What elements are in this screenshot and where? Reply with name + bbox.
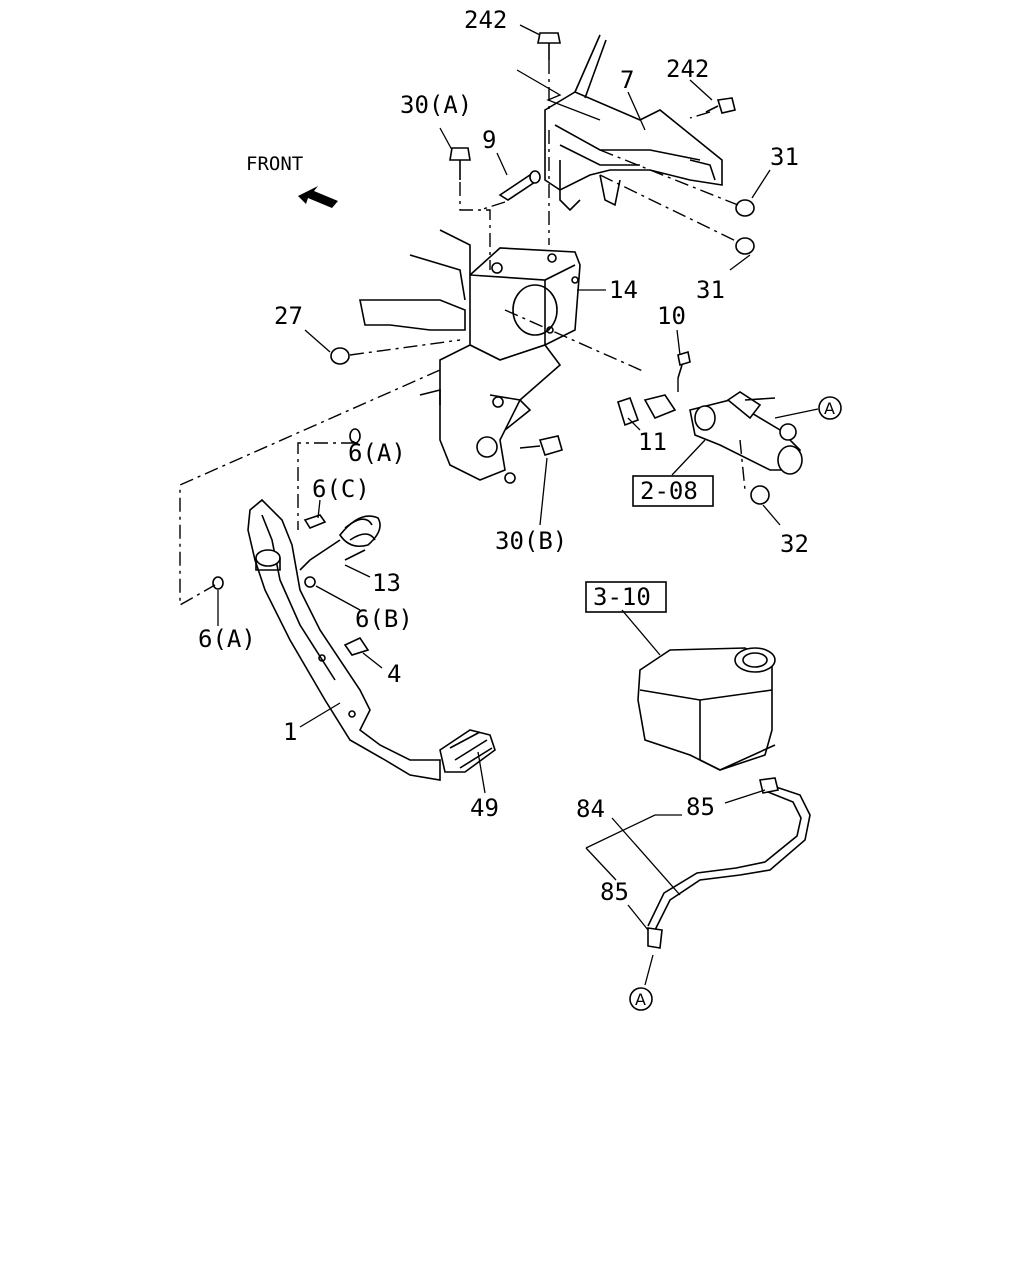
callout-10: 10: [657, 302, 686, 330]
callout-2-08: 2-08: [640, 477, 698, 505]
callout-a-bottom: A: [635, 990, 646, 1009]
callout-4: 4: [387, 660, 401, 688]
reservoir-tank-part: [637, 647, 776, 771]
connector-a-bottom-circle: [629, 987, 653, 1011]
callout-30b: 30(B): [495, 527, 567, 555]
callout-30a: 30(A): [400, 91, 472, 119]
callout-85-bottom: 85: [600, 878, 629, 906]
connector-a-top-circle: [818, 396, 842, 420]
ref-box-3-10: [585, 581, 667, 613]
front-indicator: FRONT: [246, 153, 338, 208]
callout-6a-top: 6(A): [348, 439, 406, 467]
callout-85-top: 85: [686, 793, 715, 821]
pedal-bracket-part: [359, 229, 581, 481]
callout-32: 32: [780, 530, 809, 558]
clutch-pedal-arm-part: [247, 498, 441, 781]
front-arrow-icon: [298, 186, 338, 208]
assembly-lines: [179, 60, 746, 607]
callout-31-top: 31: [770, 143, 799, 171]
callout-242-top: 242: [464, 6, 507, 34]
callout-1: 1: [283, 718, 297, 746]
callout-6b: 6(B): [355, 605, 413, 633]
pedal-pad-part: [439, 729, 496, 773]
reservoir-hose-part: [647, 777, 811, 949]
callout-labels: 242 7 242 30(A) 9 31 31 14 27 10 A 11 6(…: [198, 6, 842, 1011]
fasteners: [212, 32, 770, 656]
front-label: FRONT: [246, 153, 303, 175]
callout-13: 13: [372, 569, 401, 597]
callout-6a-left: 6(A): [198, 625, 256, 653]
callout-84: 84: [576, 795, 605, 823]
return-spring-part: [299, 514, 381, 571]
leader-lines: [217, 24, 819, 986]
callout-6c: 6(C): [312, 475, 370, 503]
callout-7: 7: [620, 66, 634, 94]
callout-11: 11: [638, 428, 667, 456]
callout-14: 14: [609, 276, 638, 304]
callout-a-top: A: [824, 399, 835, 418]
callout-242-right: 242: [666, 55, 709, 83]
callout-27: 27: [274, 302, 303, 330]
callout-3-10: 3-10: [593, 583, 651, 611]
ref-box-2-08: [632, 475, 714, 507]
master-cylinder-part: [617, 391, 803, 475]
callout-31-bottom: 31: [696, 276, 725, 304]
callout-9: 9: [482, 126, 496, 154]
callout-49: 49: [470, 794, 499, 822]
